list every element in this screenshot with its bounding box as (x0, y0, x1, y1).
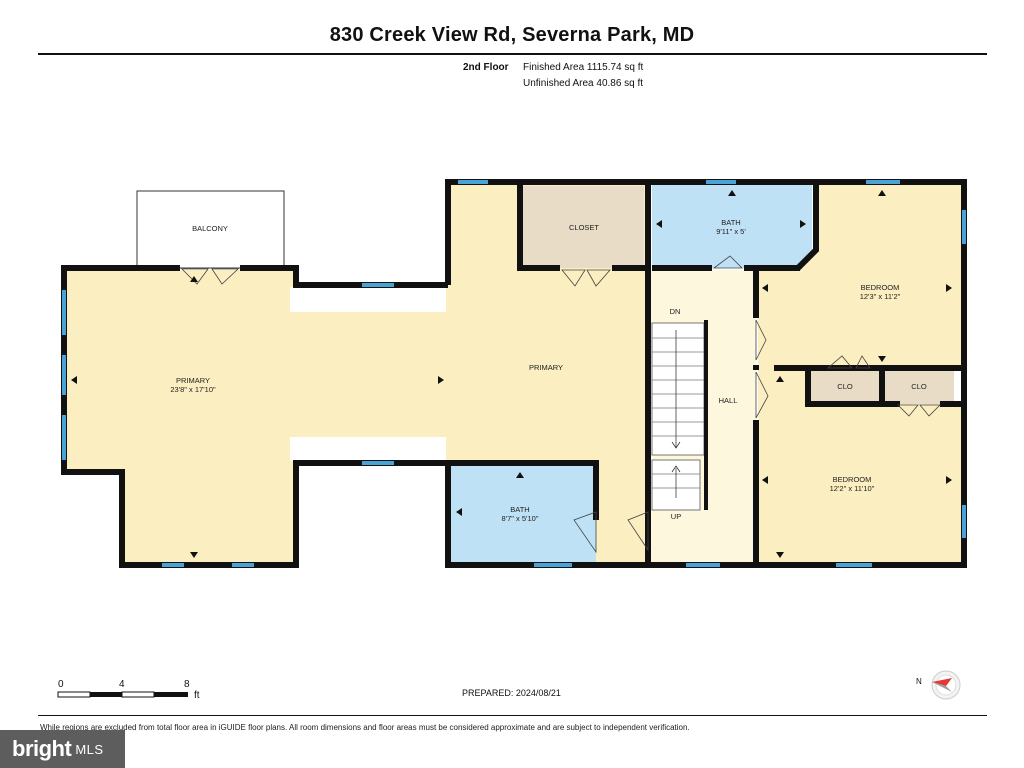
footer-rule (38, 715, 987, 716)
dims-bath-top: 9'11" x 5' (716, 227, 746, 236)
wall-clo (805, 368, 964, 407)
door-clo-1 (826, 355, 853, 369)
wall-bath-bottom (448, 460, 599, 520)
bath-bottom-fill (450, 465, 596, 562)
bright-mls-logo: bright MLS (0, 730, 125, 768)
compass-icon (931, 670, 961, 700)
logo-main-text: bright (12, 736, 72, 761)
room-fills (64, 182, 962, 565)
label-stairs-up: UP (671, 512, 681, 521)
label-primary-center: PRIMARY (529, 363, 563, 372)
label-clo-left: CLO (837, 382, 853, 391)
scale-unit: ft (194, 690, 200, 701)
wall-main-outer (445, 179, 967, 568)
primary-left-fill (64, 270, 448, 565)
scale-tick-4: 4 (119, 679, 125, 690)
label-bedroom-top: BEDROOM (861, 283, 900, 292)
label-closet: CLOSET (569, 223, 599, 232)
door-closet-left (561, 269, 586, 287)
closet-fill (520, 186, 644, 268)
clo-left-fill (810, 370, 880, 404)
dims-bedroom-bottom: 12'2" x 11'10" (830, 484, 875, 493)
page-title: 830 Creek View Rd, Severna Park, MD (329, 24, 695, 46)
clo-right-fill (884, 370, 954, 404)
dimension-arrows (71, 190, 952, 558)
dims-bedroom-top: 12'3" x 11'2" (860, 292, 901, 301)
bath-top-fill (652, 184, 812, 268)
label-bath-bottom: BATH (510, 505, 529, 514)
label-stairs-dn: DN (670, 307, 681, 316)
label-balcony: BALCONY (192, 224, 228, 233)
finished-area: Finished Area 1115.74 sq ft (523, 62, 644, 73)
corridor-bottom-white (290, 437, 446, 461)
dims-bath-bottom: 8'7" x 5'10" (502, 514, 539, 523)
label-bedroom-bottom: BEDROOM (833, 475, 872, 484)
label-primary-left: PRIMARY (176, 376, 210, 385)
door-clo-4 (919, 404, 941, 417)
label-clo-right: CLO (911, 382, 927, 391)
bedroom-bottom-fill (758, 368, 962, 565)
door-balcony-left (181, 268, 209, 285)
door-clo-2 (855, 355, 871, 369)
windows (62, 180, 966, 567)
floor-label: 2nd Floor (463, 62, 509, 73)
door-bedroom-bottom (755, 371, 769, 419)
stair-treads (652, 330, 704, 498)
dims-primary-left: 23'8" x 17'10" (170, 385, 216, 394)
door-primary-hall (627, 511, 649, 552)
unfinished-area: Unfinished Area 40.86 sq ft (523, 78, 644, 89)
door-balcony-right (211, 268, 240, 285)
scale-tick-0: 0 (58, 679, 64, 690)
header-rule (38, 53, 987, 55)
scale-tick-8: 8 (184, 679, 190, 690)
disclaimer: While regions are excluded from total fl… (40, 723, 690, 732)
door-bedroom-top (755, 319, 767, 361)
label-hall: HALL (719, 396, 738, 405)
north-label: N (916, 677, 922, 686)
door-closet-right (586, 269, 611, 287)
door-clo-3 (897, 404, 919, 417)
label-bath-top: BATH (721, 218, 740, 227)
corridor-top-white (290, 287, 446, 312)
prepared-date: PREPARED: 2024/08/21 (462, 688, 561, 698)
scale-bar (57, 691, 188, 698)
stairs-dn-fill (651, 322, 705, 456)
logo-sub-text: MLS (75, 741, 104, 757)
doors (181, 255, 941, 554)
door-bath-top (712, 255, 743, 269)
balcony-area (136, 190, 285, 269)
door-bath-bottom (573, 511, 597, 554)
bedroom-top-fill (758, 182, 962, 368)
